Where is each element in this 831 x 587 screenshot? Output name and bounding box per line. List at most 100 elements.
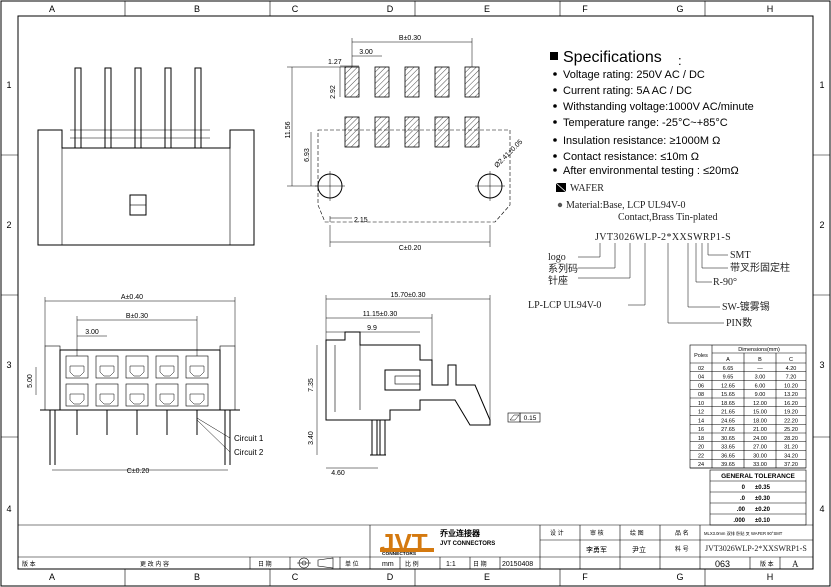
- dim-table-cell: 18.65: [721, 401, 735, 407]
- specifications-block: Specifications : Voltage rating: 250V AC…: [550, 49, 754, 223]
- dim-table-header: Poles: [694, 353, 708, 359]
- tol-digits: .0: [740, 496, 746, 502]
- ver-label: 版 本: [760, 560, 774, 568]
- col-label-bottom-d: D: [387, 572, 394, 582]
- dim-500: 5.00: [27, 374, 34, 388]
- dim-table-cell: 12.00: [753, 401, 767, 407]
- dim-table-cell: 33.65: [721, 445, 735, 451]
- pcb-layout-view: B±0.30 3.00 1.27 2.92 11.56 6.93 Ø2.41±0…: [285, 35, 524, 252]
- col-label-top-c: C: [292, 4, 299, 14]
- pn-label-plating: SW-镀雾锡: [722, 300, 770, 313]
- dim-c-front: C±0.20: [127, 468, 150, 475]
- dim-table-cell: 33.00: [753, 462, 767, 468]
- dim-1115: 11.15±0.30: [363, 311, 398, 318]
- side-section-view: 15.70±0.30 11.15±0.30 9.9 7.35 3.40 4.60…: [308, 292, 541, 477]
- col-label-top-a: A: [49, 4, 55, 14]
- dim-693: 6.93: [304, 148, 311, 162]
- dim-table-cell: 24: [698, 462, 704, 468]
- tol-digits: .00: [737, 507, 746, 513]
- pn-label-material: LP-LCP UL94V-0: [528, 300, 601, 311]
- row-label-right-2: 2: [819, 220, 824, 230]
- tol-value: ±0.35: [755, 485, 771, 491]
- col-label-top-b: B: [194, 4, 200, 14]
- dim-a-front: A±0.40: [121, 294, 143, 301]
- dim-table-cell: 31.20: [784, 445, 798, 451]
- spec-item: After environmental testing : ≤20mΩ: [563, 165, 739, 177]
- dim-table-cell: 9.00: [755, 392, 766, 398]
- spec-item: Voltage rating: 250V AC / DC: [563, 69, 705, 81]
- pn-label-logo: logo: [548, 252, 566, 263]
- tolerance-title: GENERAL TOLERANCE: [721, 473, 795, 480]
- dim-hole: Ø2.41±0.05: [493, 139, 524, 170]
- dim-table-cell: 02: [698, 366, 704, 372]
- flatness-value: 0.15: [524, 415, 537, 422]
- pn-label-header: 针座: [548, 274, 568, 287]
- tol-value: ±0.30: [755, 496, 771, 502]
- tol-value: ±0.10: [755, 518, 771, 524]
- rev-desc-label: 更 改 内 容: [140, 560, 169, 568]
- dim-table-cell: 18: [698, 436, 704, 442]
- dim-table-cell: 37.20: [784, 462, 798, 468]
- scale-label: 比 例: [405, 560, 419, 568]
- jvt-logo: JVT: [380, 528, 428, 558]
- dim-pitch-front: 3.00: [85, 329, 99, 336]
- row-label-right-1: 1: [819, 80, 824, 90]
- approve-label: 绘 图: [630, 529, 644, 537]
- pn-label-pins: PIN数: [726, 316, 752, 329]
- dim-table-cell: 6.65: [723, 366, 734, 372]
- dim-table-cell: 21.00: [753, 427, 767, 433]
- tol-digits: .000: [733, 518, 745, 524]
- dim-c-top: C±0.20: [399, 245, 422, 252]
- spec-square-icon: [550, 52, 558, 60]
- spec-item: Insulation resistance: ≥1000M Ω: [563, 135, 720, 147]
- dim-table-cell: 21.65: [721, 410, 735, 416]
- dim-table-cell: 30.65: [721, 436, 735, 442]
- dim-table-cell: 36.65: [721, 453, 735, 459]
- circuit-2-label: Circuit 2: [234, 448, 264, 457]
- col-label-bottom-a: A: [49, 572, 55, 582]
- part-number-breakdown: JVT3026WLP-2*XXSWRP1-S logo 系列码 针座 LP-LC…: [528, 232, 790, 329]
- dim-table-cell: 39.65: [721, 462, 735, 468]
- check-by: 尹立: [632, 545, 646, 554]
- dim-b-top: B±0.30: [399, 35, 421, 42]
- dim-table-cell: 27.00: [753, 445, 767, 451]
- unit-value: mm: [382, 561, 394, 568]
- dim-735: 7.35: [308, 378, 315, 392]
- check-label: 审 核: [590, 529, 604, 537]
- dim-table-title: Dimensions(mm): [738, 347, 780, 353]
- dim-1156: 11.56: [285, 121, 292, 138]
- pn-label-fork-peg: 带叉形固定柱: [730, 261, 790, 274]
- pn-label-r90: R-90°: [713, 277, 737, 288]
- col-label-bottom-b: B: [194, 572, 200, 582]
- tolerance-table: GENERAL TOLERANCE 0 ±0.35 .0 ±0.30 .00 ±…: [709, 469, 807, 526]
- dim-460: 4.60: [331, 470, 345, 477]
- scale-value: 1:1: [446, 561, 456, 568]
- dim-table-cell: 04: [698, 375, 704, 381]
- dim-table-cell: 30.00: [753, 453, 767, 459]
- grid-labels: A B C D E F G H A B C D E F G H 1 2 3 4 …: [6, 4, 824, 582]
- tol-digits: 0: [742, 485, 746, 491]
- row-label-left-2: 2: [6, 220, 11, 230]
- dim-1570: 15.70±0.30: [391, 292, 426, 299]
- col-label-top-h: H: [767, 4, 774, 14]
- spec-item: Current rating: 5A AC / DC: [563, 85, 692, 97]
- dim-table-cell: 08: [698, 392, 704, 398]
- dim-table-cell: 7.20: [786, 375, 797, 381]
- dim-table-header: A: [726, 357, 730, 363]
- dim-table-cell: 15.00: [753, 410, 767, 416]
- dim-table-cell: 4.20: [786, 366, 797, 372]
- dim-table-cell: 20: [698, 445, 704, 451]
- dim-b-front: B±0.30: [126, 313, 148, 320]
- dim-table-cell: 06: [698, 383, 704, 389]
- unit-label: 单 位: [345, 560, 359, 568]
- row-label-left-4: 4: [6, 504, 11, 514]
- dim-table-cell: 34.20: [784, 453, 798, 459]
- product-name: MLX3.0mm 双排 卧贴 叉 WAFER 90°SMT: [704, 530, 783, 537]
- dim-table-cell: 6.00: [755, 383, 766, 389]
- date-label: 日 期: [473, 560, 487, 568]
- page-number: 063: [715, 559, 730, 569]
- drawn-by: 李勇军: [586, 545, 607, 554]
- dim-table-cell: 9.65: [723, 375, 734, 381]
